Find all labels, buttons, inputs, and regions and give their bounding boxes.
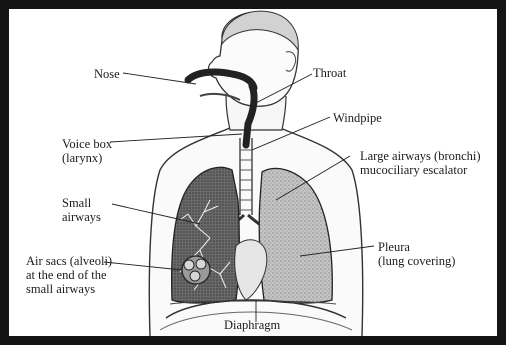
label-throat: Throat bbox=[313, 66, 346, 80]
label-pleura-line1: Pleura bbox=[378, 240, 455, 254]
label-alveoli-line3: small airways bbox=[26, 282, 112, 296]
label-pleura: Pleura (lung covering) bbox=[378, 240, 455, 268]
label-small-airways: Small airways bbox=[62, 196, 101, 224]
label-windpipe-text: Windpipe bbox=[333, 111, 382, 125]
label-nose: Nose bbox=[94, 67, 120, 81]
label-small-airways-line2: airways bbox=[62, 210, 101, 224]
label-bronchi-line1: Large airways (bronchi) bbox=[360, 149, 481, 163]
label-voice-box-line1: Voice box bbox=[62, 137, 112, 151]
label-voice-box: Voice box (larynx) bbox=[62, 137, 112, 165]
alveoli-cluster bbox=[182, 256, 210, 284]
label-alveoli-line2: at the end of the bbox=[26, 268, 112, 282]
label-alveoli-line1: Air sacs (alveoli) bbox=[26, 254, 112, 268]
label-voice-box-line2: (larynx) bbox=[62, 151, 112, 165]
label-pleura-line2: (lung covering) bbox=[378, 254, 455, 268]
label-small-airways-line1: Small bbox=[62, 196, 101, 210]
label-nose-text: Nose bbox=[94, 67, 120, 81]
label-diaphragm: Diaphragm bbox=[224, 318, 280, 332]
label-windpipe: Windpipe bbox=[333, 111, 382, 125]
label-bronchi-line2: mucociliary escalator bbox=[360, 163, 481, 177]
label-diaphragm-text: Diaphragm bbox=[224, 318, 280, 332]
label-bronchi: Large airways (bronchi) mucociliary esca… bbox=[360, 149, 481, 177]
label-throat-text: Throat bbox=[313, 66, 346, 80]
label-alveoli: Air sacs (alveoli) at the end of the sma… bbox=[26, 254, 112, 296]
